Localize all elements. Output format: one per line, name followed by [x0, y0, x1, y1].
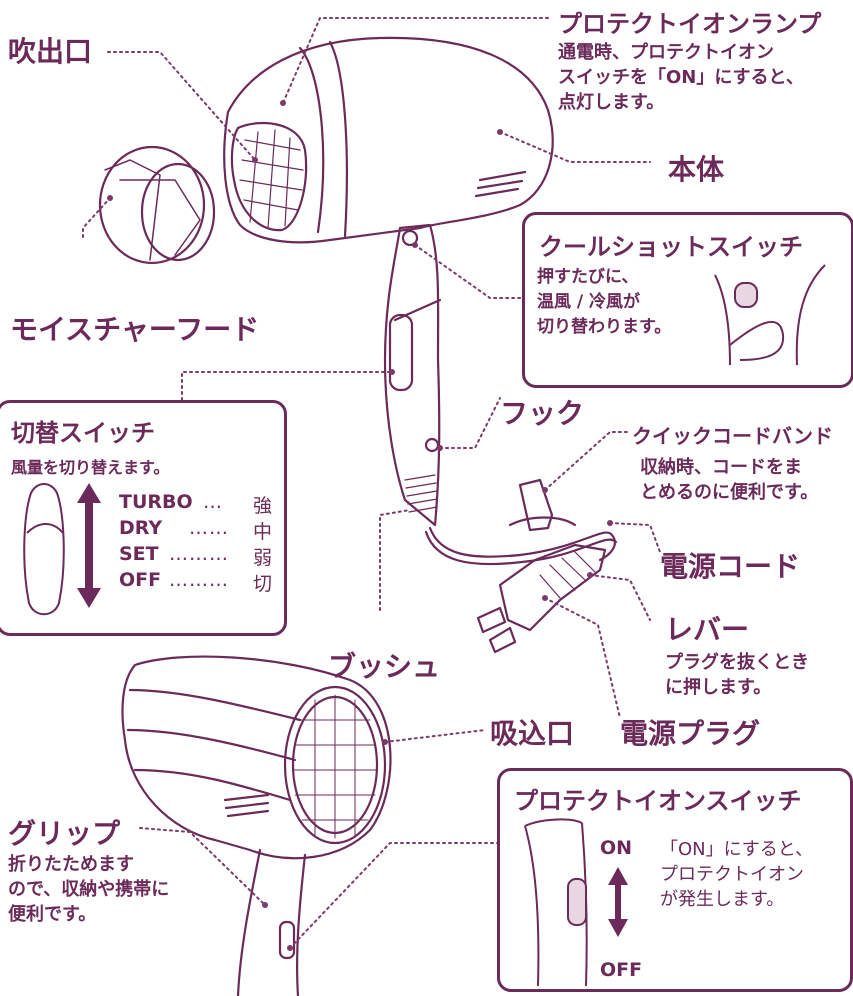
power-plug	[498, 543, 607, 632]
cool-shot-detail	[714, 264, 826, 366]
cool-shot-button	[401, 229, 419, 247]
handle	[383, 223, 441, 527]
lever-desc: プラグを抜くとき に押します。	[665, 652, 809, 698]
protect-switch-title: プロテクトイオンスイッチ	[514, 787, 802, 815]
protect-lamp-desc: 通電時、プロテクトイオン スイッチを「ON」にすると、 点灯します。	[558, 42, 804, 113]
power-cord	[428, 526, 616, 562]
cord-band-desc: 収納時、コードをま とめるのに便利です。	[640, 457, 819, 503]
moisture-hood-label: モイスチャーフード	[10, 313, 260, 346]
mode-switch-title: 切替スイッチ	[11, 419, 155, 447]
mode-row-turbo: TURBO … 強	[119, 491, 273, 517]
cool-shot-desc: 押すたびに、 温風 / 冷風が 切り替わります。	[537, 267, 672, 337]
mode-row-dry: DRY …… 中	[119, 517, 273, 543]
moisture-hood	[98, 145, 206, 265]
dryer-body	[223, 36, 554, 244]
cool-shot-title: クールショットスイッチ	[539, 233, 803, 261]
mode-row-set: SET ……… 弱	[119, 543, 273, 569]
plug-label: 電源プラグ	[620, 717, 761, 750]
protect-switch-off: OFF	[600, 959, 643, 981]
mode-switch-detail	[23, 483, 101, 616]
intake-label: 吸込口	[490, 717, 575, 750]
lever-label: レバー	[665, 613, 750, 646]
cord-band	[518, 478, 554, 532]
cool-shot-box: クールショットスイッチ 押すたびに、 温風 / 冷風が 切り替わります。	[522, 212, 853, 388]
mode-switch-subtitle: 風量を切り替えます。	[11, 458, 170, 477]
protect-switch-detail	[524, 818, 628, 987]
mode-switch-box: 切替スイッチ 風量を切り替えます。 TURBO … 強 DRY …… 中 SET…	[0, 400, 287, 636]
outlet-mesh	[230, 121, 308, 232]
protect-switch-on: ON	[600, 837, 633, 859]
dryer-back	[121, 655, 392, 860]
cord-band-label: クイックコードバンド	[632, 424, 833, 448]
protect-switch-desc: 「ON」にすると、 プロテクトイオン が発生します。	[660, 839, 814, 910]
grip-desc: 折りたためます ので、収納や携帯に 便利です。	[8, 854, 170, 925]
bush-label: ブッシュ	[328, 650, 441, 683]
outlet-label: 吹出口	[8, 35, 93, 68]
cord-label: 電源コード	[660, 550, 801, 583]
grip-label: グリップ	[8, 817, 121, 850]
hook-label: フック	[500, 397, 585, 430]
protect-switch-box: プロテクトイオンスイッチ ON OFF 「ON」にすると、 プロテクトイオン が…	[497, 768, 853, 992]
intake-mesh	[283, 685, 387, 845]
grip-handle	[236, 848, 307, 996]
mode-row-off: OFF ……… 切	[119, 569, 273, 595]
body-label: 本体	[668, 153, 725, 186]
protect-lamp-label: プロテクトイオンランプ	[558, 10, 822, 38]
hook	[424, 437, 440, 453]
